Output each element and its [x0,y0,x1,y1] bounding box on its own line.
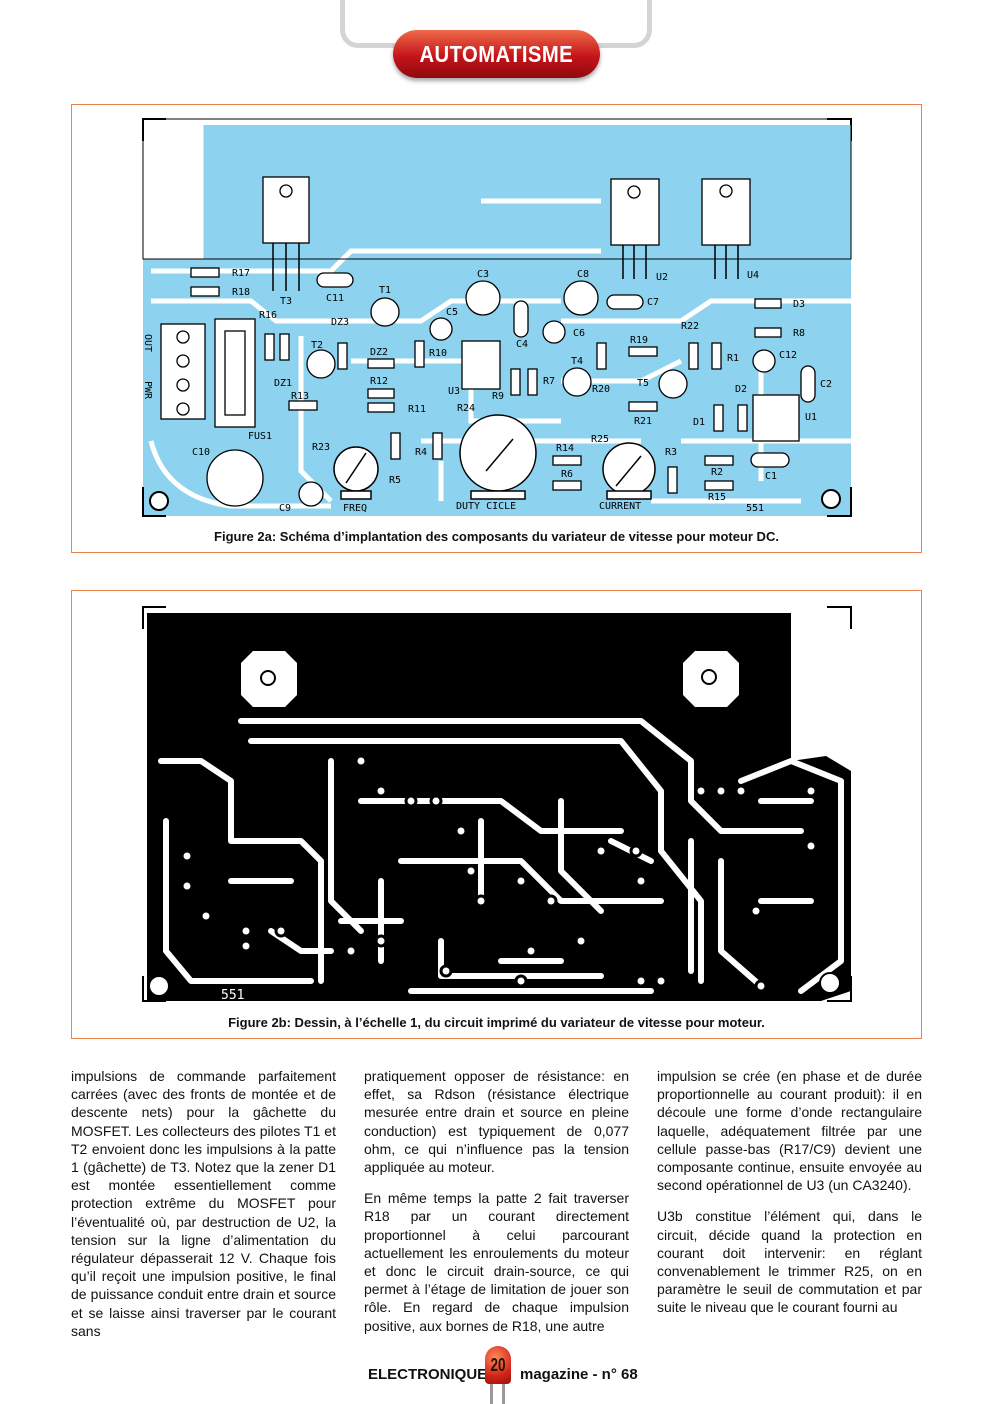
label-r14: R14 [556,443,574,454]
paragraph: impulsions de commande parfaitement carr… [71,1068,336,1339]
led-page-icon: 20 [485,1346,511,1384]
label-out: OUT [142,334,153,352]
paragraph: U3b constitue l’élément qui, dans le cir… [657,1208,922,1316]
text-column-3: impulsion se crée (en phase et de durée … [657,1067,922,1330]
label-c1: C1 [765,471,777,482]
label-r23: R23 [312,442,330,453]
label-r24: R24 [457,403,475,414]
label-current: CURRENT [599,501,641,512]
label-t2: T2 [311,340,323,351]
label-dz2: DZ2 [370,347,388,358]
label-r4: R4 [415,447,427,458]
label-c9: C9 [279,503,291,514]
label-r20: R20 [592,384,610,395]
label-c3: C3 [477,269,489,280]
label-duty-cicle: DUTY CICLE [456,501,516,512]
figure-2b: 551 Figure 2b: Dessin, à l’échelle 1, du… [71,590,922,1039]
label-t3: T3 [280,296,292,307]
label-r22: R22 [681,321,699,332]
paragraph: impulsion se crée (en phase et de durée … [657,1068,922,1194]
page-number: 20 [490,1354,506,1375]
label-fus1: FUS1 [248,431,272,442]
label-r1: R1 [727,353,739,364]
label-u2: U2 [656,272,668,283]
label-c4: C4 [516,339,528,350]
pcb-board-id: 551 [221,988,244,1003]
label-r5: R5 [389,475,401,486]
text-column-2: pratiquement opposer de résistance: en e… [364,1067,629,1348]
label-r21: R21 [634,416,652,427]
label-pwr: PWR [142,381,153,400]
label-r18: R18 [232,287,250,298]
label-t1: T1 [379,285,391,296]
label-r17: R17 [232,268,250,279]
text-column-1: impulsions de commande parfaitement carr… [71,1067,336,1353]
led-leg-icon [502,1382,505,1404]
label-r7: R7 [543,376,555,387]
label-t4: T4 [571,356,583,367]
label-r25: R25 [591,434,609,445]
label-d1: D1 [693,417,705,428]
component-layout-diagram: R17 R18 T3 C11 T1 C3 C8 U2 U4 D3 R8 C7 R… [142,118,852,517]
label-c2: C2 [820,379,832,390]
label-c6: C6 [573,328,585,339]
label-u1: U1 [805,412,817,423]
footer-issue: magazine - n° 68 [520,1366,638,1383]
label-r13: R13 [291,391,309,402]
section-title: AUTOMATISME [419,40,574,67]
label-u3: U3 [448,386,460,397]
label-c12: C12 [779,350,797,361]
label-r19: R19 [630,335,648,346]
label-r10: R10 [429,348,447,359]
label-r11: R11 [408,404,426,415]
label-c8: C8 [577,269,589,280]
label-r2: R2 [711,467,723,478]
figure-2b-caption: Figure 2b: Dessin, à l’échelle 1, du cir… [228,1015,765,1030]
label-u4: U4 [747,270,759,281]
label-r16: R16 [259,310,277,321]
label-t5: T5 [637,378,649,389]
figure-2a-caption: Figure 2a: Schéma d’implantation des com… [214,529,779,544]
label-r8: R8 [793,328,805,339]
figure-2a: R17 R18 T3 C11 T1 C3 C8 U2 U4 D3 R8 C7 R… [71,104,922,553]
label-c10: C10 [192,447,210,458]
label-dz3: DZ3 [331,317,349,328]
pcb-drawing: 551 [142,606,852,1003]
footer-magazine: ELECTRONIQUE [368,1366,488,1383]
label-d2: D2 [735,384,747,395]
led-leg-icon [490,1382,493,1404]
label-c11: C11 [326,293,344,304]
paragraph: En même temps la patte 2 fait traverser … [364,1190,629,1334]
label-r3: R3 [665,447,677,458]
label-d3: D3 [793,299,805,310]
label-board-id: 551 [746,503,764,514]
label-r12: R12 [370,376,388,387]
paragraph: pratiquement opposer de résistance: en e… [364,1068,629,1176]
label-dz1: DZ1 [274,378,292,389]
label-r9: R9 [492,391,504,402]
label-r6: R6 [561,469,573,480]
label-c7: C7 [647,297,659,308]
label-r15: R15 [708,492,726,503]
section-badge: AUTOMATISME [393,30,600,78]
label-c5: C5 [446,307,458,318]
label-freq: FREQ [343,503,367,514]
